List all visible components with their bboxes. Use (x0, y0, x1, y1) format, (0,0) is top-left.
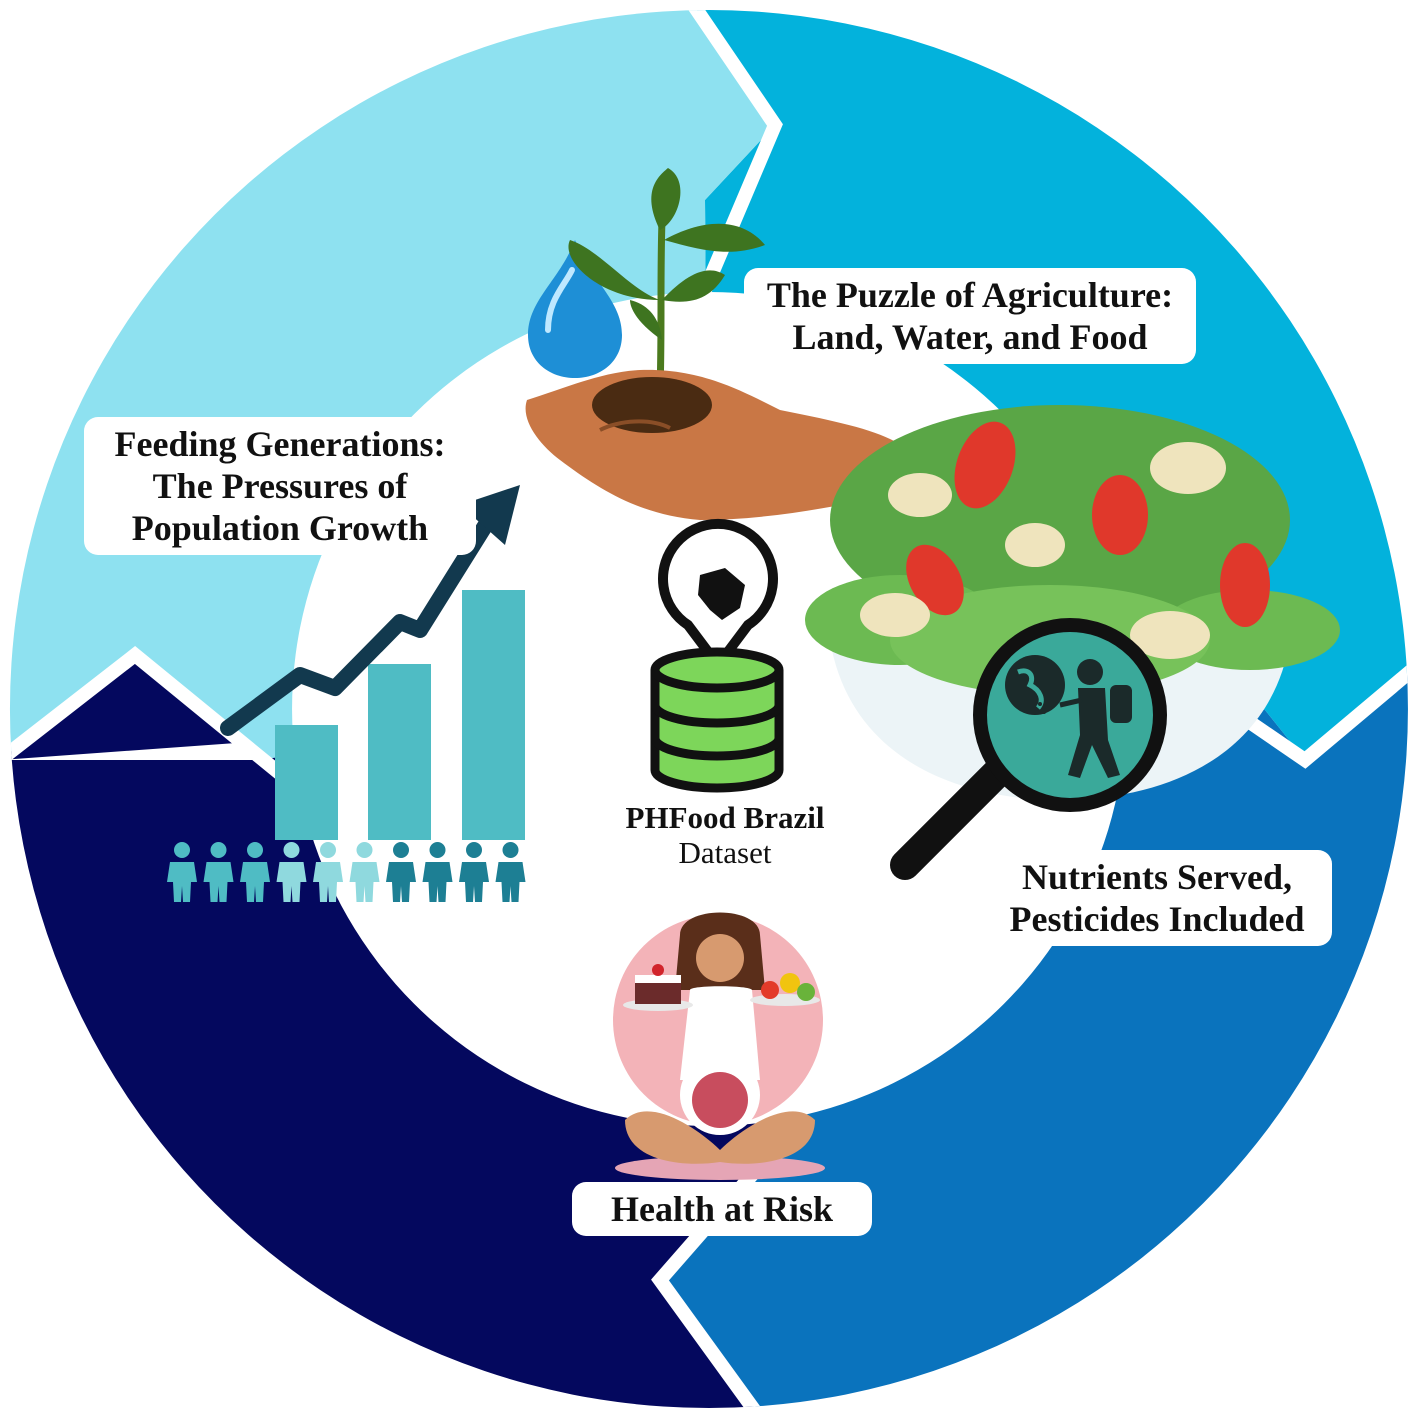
dataset-subtitle: Dataset (678, 835, 772, 870)
person-icon (459, 842, 489, 902)
person-icon (422, 842, 453, 902)
chart-bar-3 (462, 590, 525, 840)
dataset-title: PHFood Brazil (625, 800, 825, 835)
cake-icon (623, 964, 693, 1011)
label-line: Nutrients Served, (1022, 857, 1292, 897)
pesticide-sprayer-icon (1038, 659, 1132, 778)
magnifier-icon (890, 618, 1167, 880)
label-line: Pesticides Included (1009, 899, 1305, 939)
nutrients-pesticides-label: Nutrients Served, Pesticides Included (982, 850, 1332, 946)
person-icon (386, 842, 416, 902)
hand-icon (525, 369, 900, 520)
person-icon (240, 842, 270, 902)
bar-chart-icon (275, 590, 525, 840)
person-icon (167, 842, 197, 902)
person-icon (276, 842, 307, 902)
dataset-label: PHFood Brazil Dataset (600, 800, 850, 870)
person-icon (313, 842, 343, 902)
person-icon (495, 842, 526, 902)
label-line: Population Growth (131, 508, 429, 548)
water-drop-icon (528, 240, 622, 378)
database-icon (650, 647, 784, 793)
label-line: The Pressures of (152, 466, 408, 506)
pregnant-woman-icon (613, 912, 825, 1180)
chart-bar-2 (368, 664, 431, 840)
puzzle-of-agriculture-label: The Puzzle of Agriculture: Land, Water, … (744, 268, 1196, 364)
label-line: Land, Water, and Food (792, 317, 1148, 357)
label-line: Feeding Generations: (114, 424, 446, 464)
fetus-icon (692, 1072, 748, 1128)
people-icon (167, 842, 526, 902)
vegetables-icon (750, 973, 820, 1006)
globe-icon (1005, 655, 1065, 715)
sprout-icon (568, 168, 765, 391)
health-at-risk-label: Health at Risk (572, 1182, 872, 1236)
label-line: Health at Risk (610, 1189, 833, 1229)
person-icon (349, 842, 380, 902)
brazil-map-pin-icon (658, 518, 778, 670)
chart-bar-1 (275, 725, 338, 840)
feeding-generations-label: Feeding Generations: The Pressures of Po… (84, 417, 476, 555)
person-icon (203, 842, 234, 902)
label-line: The Puzzle of Agriculture: (766, 275, 1174, 315)
